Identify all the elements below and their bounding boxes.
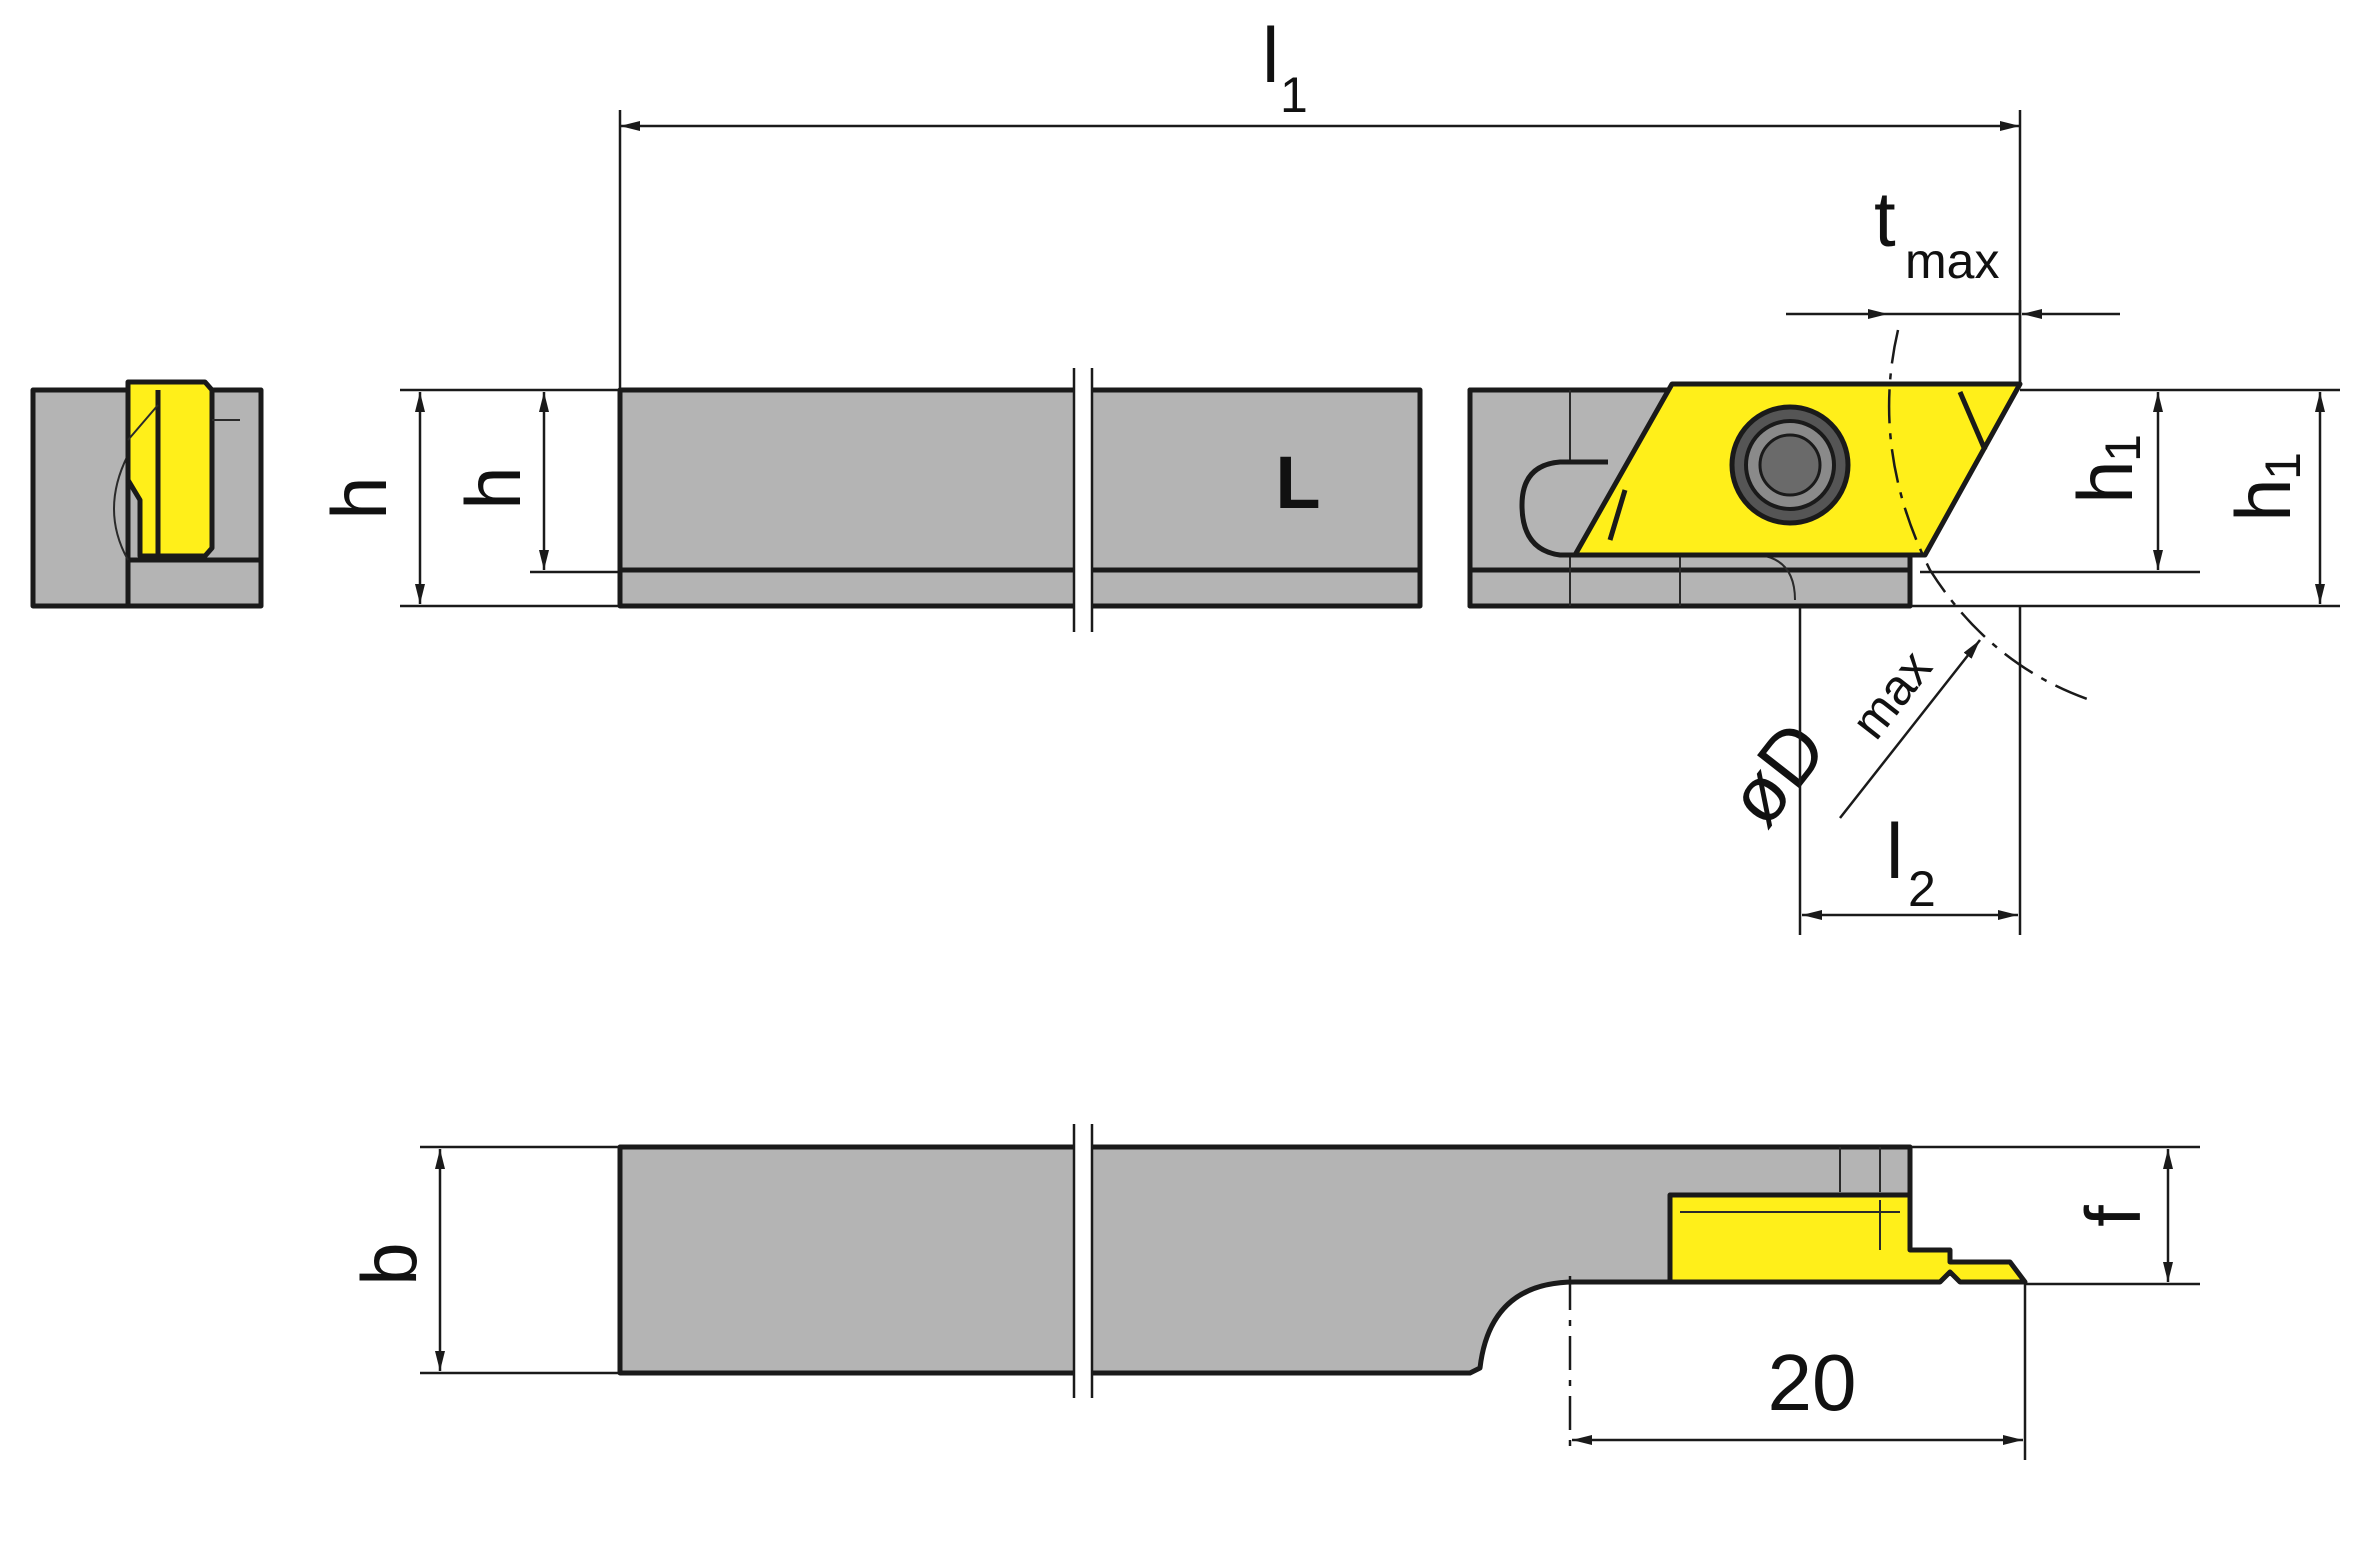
tmax-subscript: max (1905, 233, 1999, 289)
h1-outer-label: h (2219, 478, 2307, 521)
dmax-arrow (1839, 639, 1981, 819)
dim20-label: 20 (1768, 1338, 1857, 1427)
l1-subscript: 1 (1280, 67, 1308, 123)
f-label: f (2069, 1205, 2157, 1227)
dmax-label: øD (1710, 705, 1843, 841)
h1-inner-label: h (2061, 460, 2149, 503)
insert-chipbreaker-right (1957, 391, 1988, 451)
dmax-subscript: max (1840, 640, 1942, 749)
hand-label: L (1275, 441, 1320, 524)
side-insert (1667, 1192, 2028, 1285)
end-view (30, 379, 264, 609)
l1-label: l (1262, 11, 1279, 99)
cutting-arc (1887, 329, 2091, 702)
top-view: L (617, 368, 2023, 632)
side-body (617, 1144, 1913, 1376)
end-view-insert-bevel (127, 404, 159, 441)
h1-inner-subscript: 1 (2095, 434, 2151, 462)
h1-outer-subscript: 1 (2255, 452, 2311, 480)
break-gap-bottom (1074, 1130, 1092, 1392)
l2-subscript: 2 (1908, 861, 1936, 917)
clamp-screw-socket (1758, 433, 1822, 497)
side-view (617, 1124, 2028, 1398)
tmax-label: t (1874, 175, 1896, 263)
h-main-label: h (449, 466, 537, 509)
end-view-recess (113, 454, 129, 561)
break-gap-top (1074, 380, 1092, 616)
h-end-label: h (315, 476, 403, 519)
end-view-insert (125, 379, 215, 559)
insert-chipbreaker-left (1607, 489, 1628, 541)
b-label: b (345, 1242, 433, 1285)
l2-label: l (1886, 807, 1903, 895)
